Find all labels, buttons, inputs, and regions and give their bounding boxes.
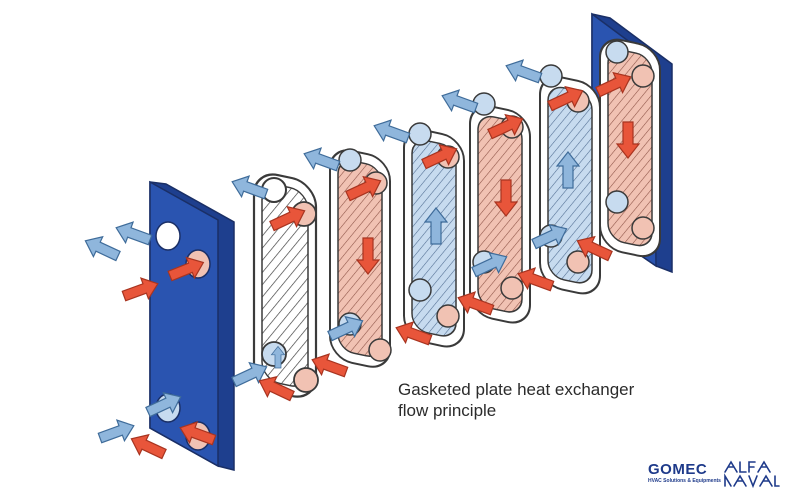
cold-flow-arrow-icon xyxy=(327,315,364,342)
hot-flow-arrow-icon xyxy=(311,353,349,378)
hot-flow-arrow-icon xyxy=(395,321,433,346)
hot-flow-arrow-icon xyxy=(167,256,205,282)
gomec-logo: GOMEC HVAC Solutions & Equipments xyxy=(648,461,721,490)
hot-flow-arrows xyxy=(121,71,641,460)
hot-flow-arrow-icon xyxy=(457,291,495,316)
hot-flow-arrow-icon xyxy=(517,267,555,292)
gomec-logo-tagline: HVAC Solutions & Equipments xyxy=(648,478,721,484)
cold-flow-arrow-icon xyxy=(423,207,449,245)
cold-flow-arrow-icon xyxy=(97,419,135,444)
hot-flow-arrow-icon xyxy=(615,121,641,159)
hot-flow-arrow-icon xyxy=(269,205,306,232)
gomec-logo-text: GOMEC xyxy=(648,461,708,478)
hot-flow-arrow-icon xyxy=(595,71,632,98)
cold-flow-arrow-icon xyxy=(531,223,568,250)
hot-flow-arrow-icon xyxy=(421,143,458,170)
cold-flow-arrow-icon xyxy=(231,175,269,200)
hot-flow-arrow-icon xyxy=(258,375,295,402)
cold-flow-arrow-icon xyxy=(441,89,479,114)
hot-flow-arrow-icon xyxy=(487,113,524,140)
hot-flow-arrow-icon xyxy=(355,237,381,275)
cold-flow-arrow-icon xyxy=(505,59,543,84)
alfa-laval-logo xyxy=(724,460,780,489)
hot-flow-arrow-icon xyxy=(547,85,584,112)
cold-flow-arrows xyxy=(84,59,581,444)
cold-flow-arrow-icon xyxy=(145,391,182,418)
cold-flow-arrow-icon xyxy=(270,345,286,369)
cold-flow-arrow-icon xyxy=(115,221,153,246)
hot-flow-arrow-icon xyxy=(493,179,519,217)
diagram-caption: Gasketed plate heat exchanger flow princ… xyxy=(398,379,634,421)
hot-flow-arrow-icon xyxy=(345,175,382,202)
caption-line-2: flow principle xyxy=(398,401,497,420)
cold-flow-arrow-icon xyxy=(555,151,581,189)
cold-flow-arrow-icon xyxy=(303,147,341,172)
hot-flow-arrow-icon xyxy=(179,421,217,446)
cold-flow-arrow-icon xyxy=(373,119,411,144)
cold-flow-arrow-icon xyxy=(471,251,508,278)
cold-flow-arrow-icon xyxy=(84,235,121,262)
cold-flow-arrow-icon xyxy=(231,361,268,388)
hot-flow-arrow-icon xyxy=(130,433,167,460)
hot-flow-arrow-icon xyxy=(121,277,159,302)
hot-flow-arrow-icon xyxy=(576,235,613,262)
caption-line-1: Gasketed plate heat exchanger xyxy=(398,380,635,399)
